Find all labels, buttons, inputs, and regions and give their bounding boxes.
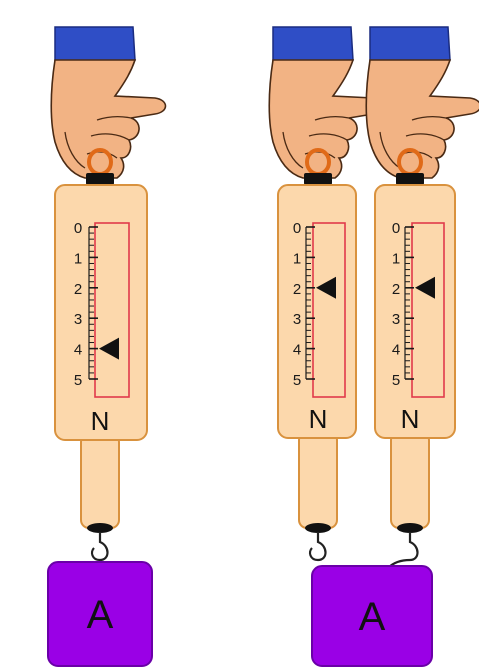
tick-label: 5 [74,372,82,389]
spring-tube [81,434,119,528]
block-label: A [359,595,386,639]
tick-label: 1 [74,250,82,267]
tube-end [87,523,113,533]
spring-tube [299,432,337,528]
tick-label: 0 [392,220,400,237]
spring-tube [391,432,429,528]
tick-label: 3 [293,311,301,328]
block-left: A [48,562,152,666]
tick-label: 4 [74,342,82,359]
hand-icon [366,27,479,178]
hook-icon [310,532,326,560]
tick-label: 3 [392,311,400,328]
spring-balance-left: 0 1 2 3 4 5N [51,27,165,560]
tick-label: 1 [392,250,400,267]
spring-balance-right: 0 1 2 3 4 5N [366,27,479,568]
tick-label: 1 [293,250,301,267]
tick-label: 0 [74,220,82,237]
tick-label: 2 [293,281,301,298]
tick-label: 4 [392,342,400,359]
top-cap [396,173,424,185]
tick-label: 0 [293,220,301,237]
block-label: A [87,593,114,637]
tick-label: 5 [392,372,400,389]
tube-end [305,523,331,533]
tick-label: 4 [293,342,301,359]
top-cap [304,173,332,185]
tick-label: 5 [293,372,301,389]
block-right: A [312,566,432,666]
tick-label: 2 [74,281,82,298]
tick-label: 3 [74,311,82,328]
unit-label: N [91,406,110,436]
hook-icon [92,532,108,560]
unit-label: N [401,404,420,434]
top-cap [86,173,114,185]
unit-label: N [309,404,328,434]
tick-label: 2 [392,281,400,298]
hook-icon [388,532,418,568]
tube-end [397,523,423,533]
